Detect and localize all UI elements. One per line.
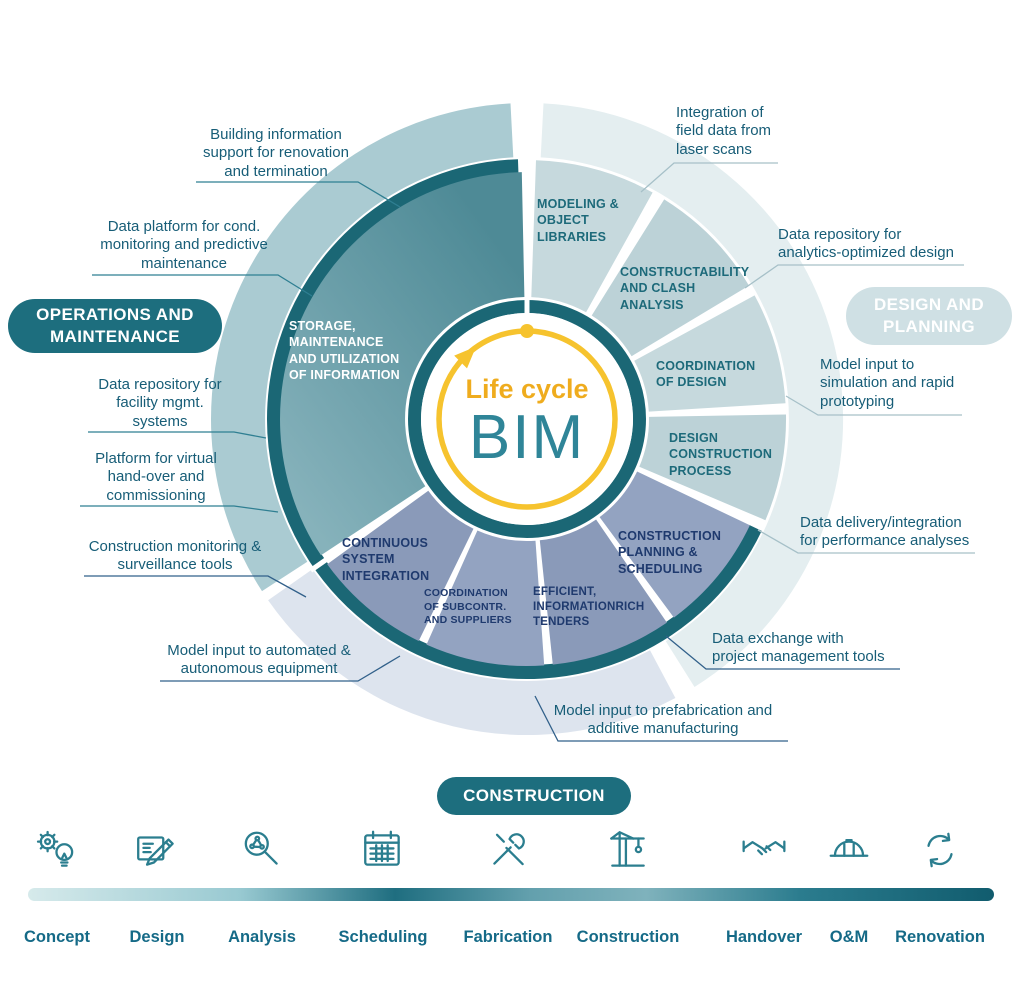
segment-label-design-process: DESIGN CONSTRUCTION PROCESS [669,431,773,478]
construction-leader-lines [84,575,900,742]
callout-prefabrication: Model input to prefabrication and additi… [553,702,773,738]
tools-icon [493,833,525,866]
center-lifecycle-label: Life cycle [465,374,589,404]
center-bim-label: BIM [468,403,586,472]
phase-pill-design-planning: DESIGN AND PLANNING [846,287,1012,345]
callout-analytics-design: Data repository for analytics-optimized … [778,226,954,262]
timeline-stage-analysis: Analysis [207,826,317,947]
phase-pill-line: CONSTRUCTION [463,785,605,805]
callout-performance-analyses: Data delivery/integration for performanc… [800,514,970,550]
leader-line [92,274,313,297]
blueprint-pencil-icon [137,836,174,866]
timeline-stage-scheduling: Scheduling [328,826,438,947]
leader-line [640,162,778,193]
timeline-label: Handover [725,928,803,946]
segment-label-storage: STORAGE, MAINTENANCE AND UTILIZATION OF … [289,319,400,382]
leader-line [744,264,964,289]
phase-pill-line: PLANNING [883,317,975,336]
leader-line [534,695,788,742]
segment-label-coordination-design: COORDINATION OF DESIGN [656,359,756,390]
leader-line [88,431,267,439]
callout-laser-scans: Integration of field data from laser sca… [676,104,772,158]
segment-label-modeling: MODELING & OBJECT LIBRARIES [537,197,619,244]
timeline-label: Fabrication [463,928,553,946]
callout-facility-repository: Data repository for facility mgmt. syste… [98,376,222,430]
timeline-label: Design [129,928,185,946]
oandm-leader-lines [80,181,401,513]
crane-icon [610,831,645,867]
phase-pill-line: DESIGN AND [873,294,985,314]
timeline-label: O&M [829,928,869,946]
timeline-label: Construction [576,928,680,946]
timeline-bar [28,888,994,901]
callout-construction-monitoring: Construction monitoring & surveillance t… [88,538,262,574]
timeline-label: Renovation [895,928,985,946]
callout-automated-equipment: Model input to automated & autonomous eq… [167,642,351,678]
leader-line [80,505,279,513]
segment-label-subcontractors: COORDINATION OF SUBCONTR. AND SUPPLIERS [424,587,512,627]
leader-line [196,181,401,208]
leader-line [160,655,401,682]
leader-line [785,395,962,416]
phase-pill-line: MAINTENANCE [49,327,180,346]
callout-virtual-handover: Platform for virtual hand-over and commi… [95,450,217,504]
leader-line [665,635,900,670]
timeline-stage-handover: Handover [709,826,819,947]
timeline-stage-fabrication: Fabrication [453,826,563,947]
leader-line [757,529,975,554]
phase-pill-line: OPERATIONS AND [36,304,194,324]
timeline-label: Scheduling [338,928,428,946]
segment-label-constructability: CONSTRUCTABILITY AND CLASH ANALYSIS [620,265,750,312]
callout-building-information: Building information support for renovat… [203,126,349,180]
phase-pill-construction: CONSTRUCTION [437,777,631,815]
magnifier-nodes-icon [244,831,278,865]
segment-label-tenders: EFFICIENT, INFORMATIONRICH TENDERS [533,586,645,628]
phase-pill-operations-maintenance: OPERATIONS AND MAINTENANCE [8,299,222,353]
timeline-label: Concept [24,928,90,946]
timeline-stage-oandm: O&M [794,826,904,947]
timeline-stage-design: Design [102,826,212,947]
hardhat-icon [829,838,869,857]
cycle-arrow-icon [454,346,477,369]
cycle-start-dot [520,324,534,338]
wheel-segments [211,103,844,736]
handshake-icon [742,840,786,856]
timeline-stage-concept: Concept [2,826,112,947]
timeline-stage-construction: Construction [573,826,683,947]
cycle-arrows-icon [927,832,953,868]
lightbulb-gear-icon [36,830,74,867]
callout-data-platform: Data platform for cond. monitoring and p… [100,218,268,272]
timeline-label: Analysis [228,928,296,946]
callout-simulation: Model input to simulation and rapid prot… [820,356,955,410]
segment-label-construction-planning: CONSTRUCTION PLANNING & SCHEDULING [618,529,722,576]
segment-label-system-integration: CONTINUOUS SYSTEM INTEGRATION [342,536,430,583]
calendar-icon [364,830,400,866]
design-leader-lines [640,162,975,554]
leader-line [84,575,307,598]
callout-project-management: Data exchange with project management to… [712,630,885,666]
timeline-stage-renovation: Renovation [885,826,995,947]
